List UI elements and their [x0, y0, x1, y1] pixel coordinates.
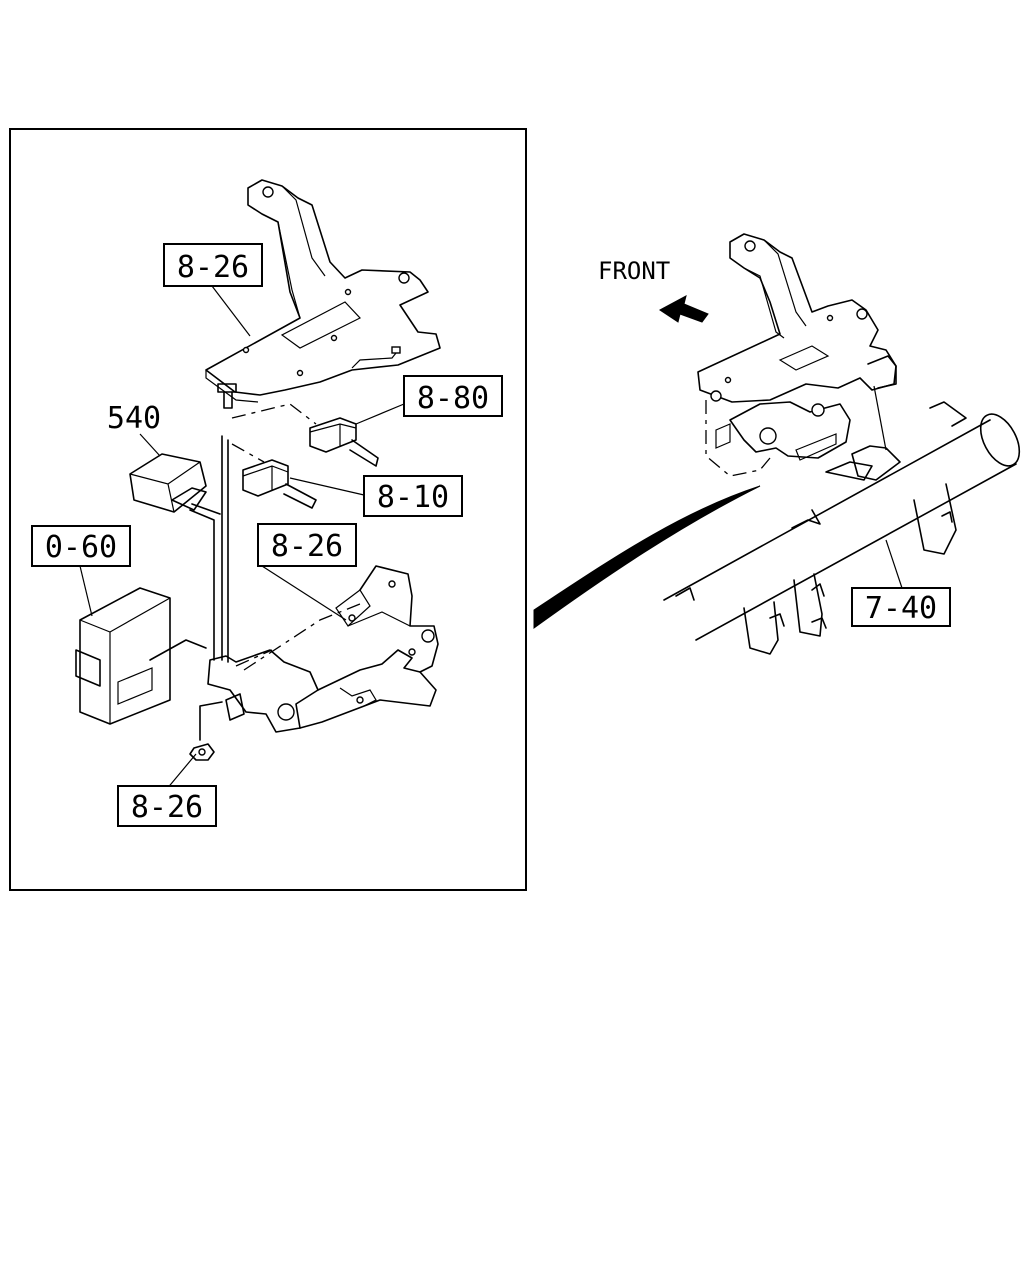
label-control-unit: 0-60: [31, 525, 131, 567]
label-connector-lower-text: 8-10: [377, 480, 449, 515]
label-connector-upper-text: 8-80: [417, 381, 489, 416]
label-frame: 7-40: [851, 587, 951, 627]
relay-540-drawing: [129, 433, 207, 513]
wiring-lines: [149, 285, 361, 791]
detail-frame: [9, 128, 527, 891]
label-relay: 540: [107, 401, 161, 436]
label-nut: 8-26: [117, 785, 217, 827]
label-bracket-upper-text: 8-26: [177, 250, 249, 285]
label-bracket-upper: 8-26: [163, 243, 263, 287]
nut-drawing: [189, 743, 215, 761]
label-connector-upper: 8-80: [403, 375, 503, 417]
front-direction-indicator: FRONT: [598, 257, 709, 323]
front-arrow-icon: [659, 295, 709, 323]
assembly-drawing: [533, 233, 1021, 655]
connector-8-10-drawing: [242, 459, 365, 509]
label-relay-text: 540: [107, 401, 161, 436]
lower-bracket-drawing: [207, 565, 439, 733]
label-connector-lower: 8-10: [363, 475, 463, 517]
label-bracket-lower: 8-26: [257, 523, 357, 567]
control-unit-0-60-drawing: [75, 565, 171, 725]
front-label: FRONT: [598, 257, 670, 285]
label-frame-text: 7-40: [865, 591, 937, 626]
upper-bracket-drawing: [205, 179, 441, 409]
connector-8-80-drawing: [309, 403, 405, 467]
label-nut-text: 8-26: [131, 790, 203, 825]
label-control-unit-text: 0-60: [45, 530, 117, 565]
label-bracket-lower-text: 8-26: [271, 529, 343, 564]
